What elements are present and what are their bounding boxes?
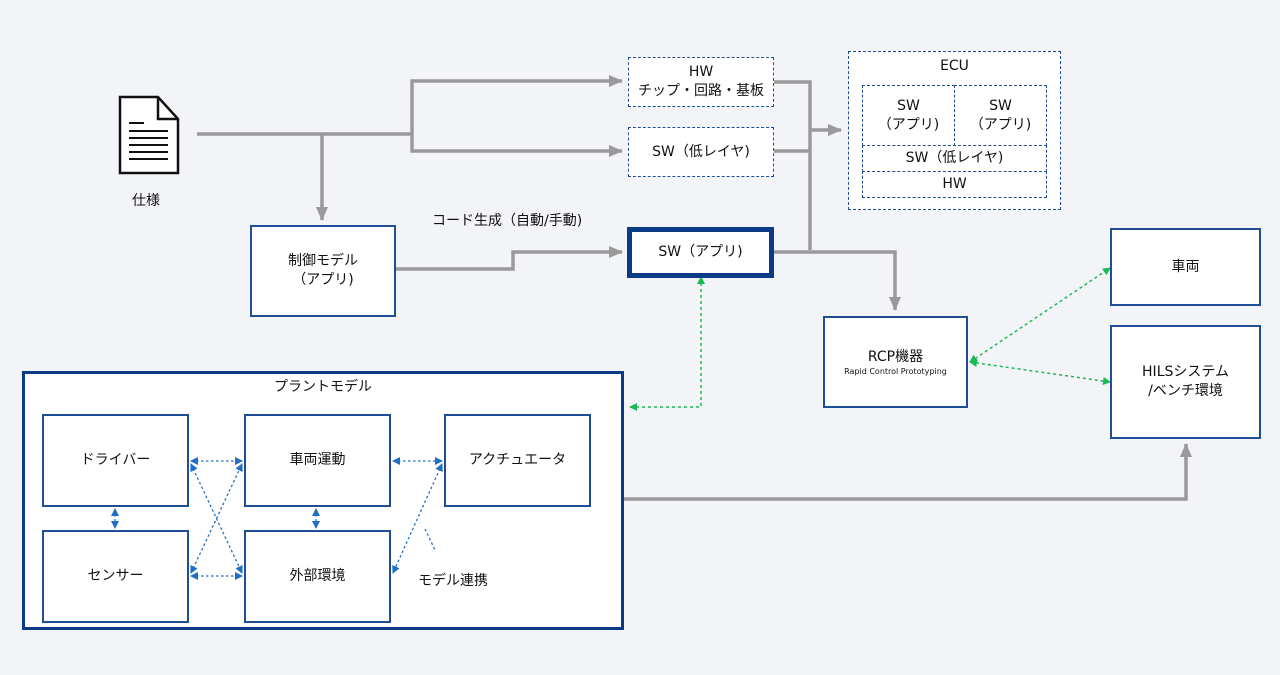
control-model-box[interactable]: 制御モデル （アプリ) — [250, 225, 396, 317]
ecu-sw-app-2-line2: （アプリ) — [969, 116, 1032, 133]
ecu-sw-app-2-line1: SW — [989, 97, 1012, 114]
vehicle-box[interactable]: 車両 — [1110, 228, 1261, 306]
model-link-label: モデル連携 — [418, 573, 488, 589]
sw-low-layer-label: SW（低レイヤ) — [652, 143, 750, 160]
vehicle-motion-label: 車両運動 — [289, 452, 346, 468]
plant-to-hils-arrow — [624, 443, 1192, 501]
environment-box[interactable]: 外部環境 — [244, 530, 391, 623]
hw-box-subtitle: チップ・回路・基板 — [638, 83, 764, 99]
plant-swapp-link — [629, 276, 705, 411]
document-icon — [118, 95, 180, 175]
driver-box[interactable]: ドライバー — [42, 414, 189, 507]
hw-box[interactable]: HW チップ・回路・基板 — [628, 57, 774, 107]
control-model-line2: （アプリ) — [292, 272, 354, 288]
actuator-label: アクチュエータ — [468, 452, 567, 468]
code-gen-label: コード生成（自動/手動) — [432, 213, 583, 229]
ecu-sw-low-layer-label: SW（低レイヤ) — [905, 150, 1004, 166]
environment-label: 外部環境 — [289, 568, 346, 584]
control-model-line1: 制御モデル — [288, 253, 358, 269]
vehicle-motion-box[interactable]: 車両運動 — [244, 414, 391, 507]
hils-box[interactable]: HILSシステム /ベンチ環境 — [1110, 325, 1261, 439]
ecu-sw-app-1[interactable]: SW （アプリ) — [862, 85, 955, 146]
rcp-box[interactable]: RCP機器 Rapid Control Prototyping — [823, 316, 968, 408]
hils-line1: HILSシステム — [1142, 364, 1229, 380]
ecu-sw-low-layer[interactable]: SW（低レイヤ) — [862, 145, 1047, 172]
rcp-hils-link — [969, 359, 1111, 385]
hw-to-ecu-line — [774, 80, 812, 250]
plant-model-title: プラントモデル — [274, 379, 372, 395]
ecu-hw-label: HW — [942, 176, 967, 192]
hw-box-title: HW — [688, 64, 714, 80]
sensor-box[interactable]: センサー — [42, 530, 189, 623]
driver-label: ドライバー — [80, 452, 151, 468]
spec-to-swlow-arrow — [410, 134, 623, 157]
ecu-hw[interactable]: HW — [862, 171, 1047, 198]
vehicle-label: 車両 — [1171, 258, 1200, 275]
hils-line2: /ベンチ環境 — [1148, 383, 1223, 399]
code-gen-arrow — [396, 246, 623, 271]
ecu-sw-app-1-line2: （アプリ) — [877, 116, 940, 133]
rcp-subtitle: Rapid Control Prototyping — [844, 366, 947, 376]
ecu-sw-app-2[interactable]: SW （アプリ) — [954, 85, 1047, 146]
sw-low-layer-box[interactable]: SW（低レイヤ) — [628, 127, 774, 177]
ecu-title: ECU — [940, 58, 969, 74]
actuator-box[interactable]: アクチュエータ — [444, 414, 591, 507]
rcp-title: RCP機器 — [867, 348, 924, 365]
spec-to-hw-arrow — [410, 75, 623, 134]
spec-label: 仕様 — [132, 193, 160, 209]
sensor-label: センサー — [87, 568, 144, 584]
ecu-sw-app-1-line1: SW — [897, 97, 920, 114]
rcp-vehicle-link — [969, 267, 1111, 363]
swapp-to-rcp-arrow — [773, 250, 901, 311]
sw-app-label: SW（アプリ) — [658, 244, 743, 260]
sw-app-box[interactable]: SW（アプリ) — [627, 227, 774, 278]
